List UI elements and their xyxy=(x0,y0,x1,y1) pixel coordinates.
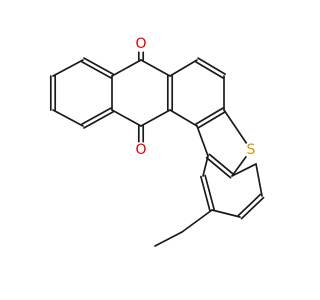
bond-line xyxy=(197,111,226,129)
bond-line xyxy=(111,59,142,77)
bond-line xyxy=(223,109,252,151)
atom-label-s1: S xyxy=(247,142,256,158)
bond-line xyxy=(195,107,224,125)
bond-line xyxy=(169,109,198,127)
bond-line xyxy=(202,155,209,177)
bond-line xyxy=(231,163,257,177)
bond-line xyxy=(208,153,235,176)
bond-line xyxy=(154,231,183,247)
bond-line xyxy=(140,59,171,77)
bond-line xyxy=(205,156,232,179)
bond-line xyxy=(211,209,241,218)
bond-line xyxy=(111,109,142,127)
bond-line xyxy=(140,109,171,127)
bond-line xyxy=(200,175,211,212)
bond-line xyxy=(237,193,262,217)
bond-line xyxy=(52,109,84,127)
structure-canvas: O O S xyxy=(49,36,265,247)
atom-label-o1: O xyxy=(135,36,146,52)
bond-line xyxy=(81,107,112,125)
bond-line xyxy=(169,59,198,77)
molecule-structure: O O S xyxy=(49,36,265,247)
bond-line xyxy=(196,125,209,157)
bond-line xyxy=(195,61,224,79)
bond-line xyxy=(52,59,84,77)
bond-line xyxy=(181,209,213,233)
atom-label-layer: O O S xyxy=(133,36,259,158)
atom-label-o2: O xyxy=(135,142,146,158)
atom-s1: S xyxy=(243,142,259,158)
bond-line xyxy=(255,163,263,197)
bond-layer xyxy=(49,43,265,247)
atom-o1: O xyxy=(133,36,149,52)
bond-line xyxy=(197,57,226,75)
bond-line xyxy=(81,61,112,79)
bond-line xyxy=(83,57,114,75)
bond-line xyxy=(240,196,265,220)
bond-line xyxy=(83,111,114,129)
atom-o2: O xyxy=(133,142,149,158)
bond-line xyxy=(204,174,215,211)
